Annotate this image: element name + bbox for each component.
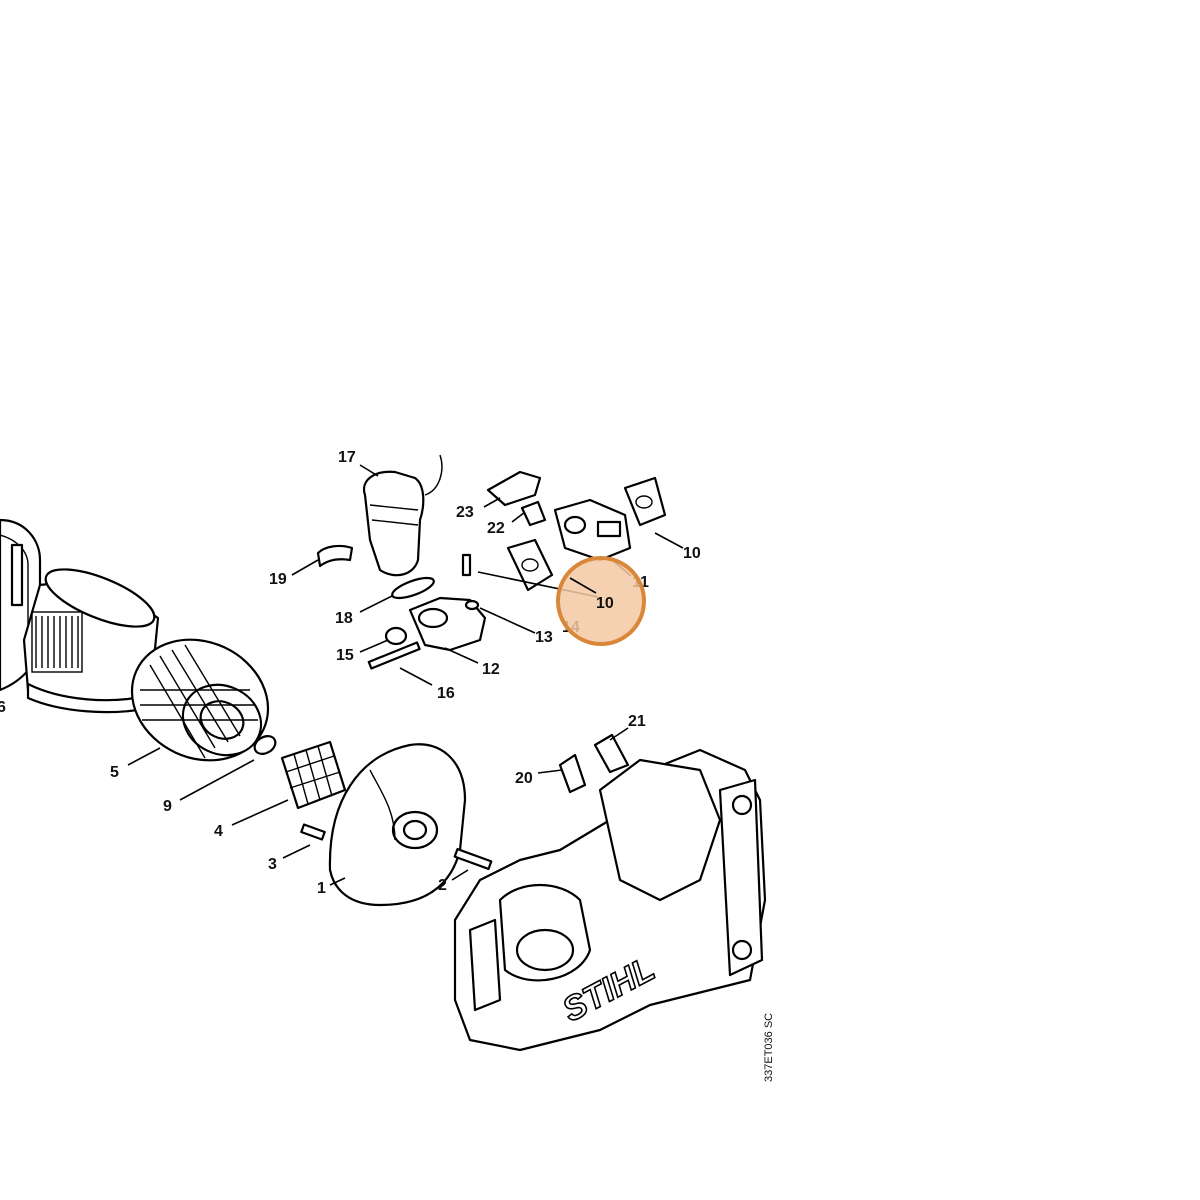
callout-10-right: 10 [683,545,701,562]
part-12-manifold [408,596,487,652]
part-3-screw [300,823,326,841]
callout-17: 17 [338,449,356,466]
callout-5: 5 [110,764,119,781]
callout-10-highlighted: 10 [596,595,614,612]
callout-21: 21 [628,713,646,730]
callout-23: 23 [456,504,474,521]
highlight-marker: 10 [556,556,646,646]
callout-18: 18 [335,610,353,627]
drawing-code: 337ET036 SC [763,1013,775,1082]
callout-1: 1 [317,880,326,897]
callout-9: 9 [163,798,172,815]
part-10-gasket-right [623,476,667,527]
part-11-carburetor [553,498,632,562]
callout-22: 22 [487,520,505,537]
part-10-gasket-left [506,538,554,592]
part-22-connector [520,500,547,527]
part-20-bracket [558,753,587,794]
part-19-clip [316,544,354,568]
callout-20: 20 [515,770,533,787]
part-15-sleeve [384,626,408,646]
callout-labels: 17 23 22 10 19 11 18 14 13 15 12 16 6 21… [0,449,701,897]
part-16-bolt [367,641,421,670]
part-17-intake-boot [362,454,443,577]
callout-16: 16 [437,685,455,702]
part-4-prefilter-cage [280,740,347,810]
callout-3: 3 [268,856,277,873]
crankcase: STIHL [453,748,767,1052]
callout-13: 13 [535,629,553,646]
part-23-lever [486,470,542,507]
part-5-air-filter [130,638,270,762]
callout-4: 4 [214,823,223,840]
callout-6: 6 [0,699,6,716]
callout-15: 15 [336,647,354,664]
part-9-disc [253,735,277,755]
part-6-filter-sleeve [22,568,160,714]
part-13-washer [464,599,480,611]
part-2-screw [453,847,493,871]
part-14-screw [461,553,472,577]
part-21-guide [593,733,630,774]
callout-19: 19 [269,571,287,588]
part-18-hose-clamp [391,576,435,600]
callout-12: 12 [482,661,500,678]
part-1-cover [328,743,467,907]
callout-2: 2 [438,877,447,894]
